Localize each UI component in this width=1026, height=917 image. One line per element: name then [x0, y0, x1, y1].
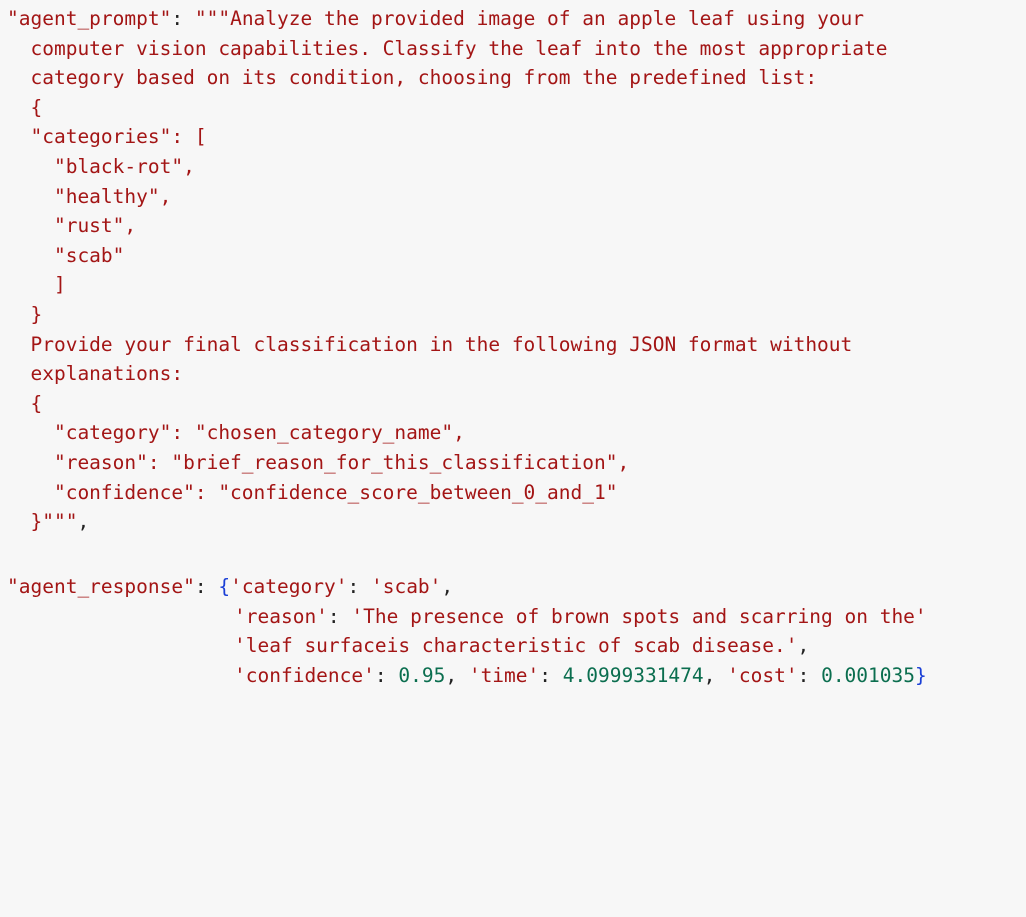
code-line: category based on its condition, choosin… [7, 63, 817, 93]
code-viewer: "agent_prompt": """Analyze the provided … [7, 4, 927, 691]
comma: , [703, 663, 728, 687]
prompt-line: computer vision capabilities. Classify t… [7, 36, 888, 60]
response-key: "agent_response" [7, 575, 195, 598]
code-line: }""", [7, 507, 89, 537]
prompt-line: "healthy", [7, 184, 172, 208]
category-value: 'scab' [370, 575, 442, 598]
colon: : [539, 663, 563, 687]
code-line: { [7, 389, 42, 419]
time-key: 'time' [468, 663, 540, 687]
code-line: "agent_prompt": """Analyze the provided … [7, 4, 864, 34]
comma: , [797, 634, 810, 658]
prompt-line: explanations: [7, 362, 184, 386]
comma: , [441, 575, 454, 598]
prompt-line: { [7, 391, 43, 415]
code-line: "reason": "brief_reason_for_this_classif… [7, 448, 629, 478]
prompt-line: "black-rot", [7, 155, 195, 178]
code-line: "healthy", [7, 182, 171, 212]
code-line: ] [7, 270, 66, 300]
colon: : [171, 7, 195, 30]
colon: : [327, 604, 352, 628]
code-line: "agent_response": {'category': 'scab', [7, 572, 453, 602]
prompt-line: "category": "chosen_category_name", [7, 421, 465, 445]
reason-value-line2: 'leaf surfaceis characteristic of scab d… [234, 634, 798, 658]
prompt-line: "categories": [ [7, 125, 207, 149]
confidence-key: 'confidence' [234, 663, 375, 687]
code-line: "confidence": "confidence_score_between_… [7, 478, 618, 508]
code-line: 'confidence': 0.95, 'time': 4.0999331474… [234, 661, 927, 691]
prompt-line: "scab" [7, 243, 125, 267]
cost-key: 'cost' [727, 663, 798, 687]
code-line: explanations: [7, 359, 183, 389]
confidence-value: 0.95 [398, 663, 446, 687]
time-value: 4.0999331474 [562, 663, 704, 687]
code-line: { [7, 93, 42, 123]
prompt-line: } [7, 303, 43, 326]
code-line: 'reason': 'The presence of brown spots a… [234, 602, 927, 632]
code-line: "categories": [ [7, 122, 207, 152]
code-line: computer vision capabilities. Classify t… [7, 34, 888, 64]
prompt-line: "rust", [7, 214, 137, 238]
cost-value: 0.001035 [821, 663, 915, 687]
comma: , [445, 663, 469, 687]
reason-key: 'reason' [234, 604, 328, 628]
prompt-key: "agent_prompt" [7, 7, 172, 30]
prompt-line: ] [7, 273, 66, 297]
colon: : [347, 575, 371, 598]
reason-value-line1: 'The presence of brown spots and scarrin… [351, 604, 927, 628]
open-brace: { [218, 575, 231, 598]
code-line: "rust", [7, 211, 136, 241]
prompt-line: { [7, 95, 43, 119]
code-line: } [7, 300, 42, 330]
prompt-line: """Analyze the provided image of an appl… [194, 7, 865, 30]
colon: : [374, 663, 399, 687]
prompt-line: "reason": "brief_reason_for_this_classif… [7, 451, 630, 474]
colon: : [797, 663, 822, 687]
close-brace: } [915, 663, 927, 687]
code-line: "black-rot", [7, 152, 195, 182]
prompt-line: }""" [7, 510, 78, 534]
code-line: Provide your final classification in the… [7, 330, 852, 360]
colon: : [194, 575, 219, 598]
code-line: "category": "chosen_category_name", [7, 418, 465, 448]
comma: , [77, 510, 90, 534]
code-line: "scab" [7, 241, 124, 271]
code-line: 'leaf surfaceis characteristic of scab d… [234, 631, 809, 661]
prompt-line: Provide your final classification in the… [7, 332, 853, 356]
prompt-line: category based on its condition, choosin… [7, 66, 818, 90]
prompt-line: "confidence": "confidence_score_between_… [7, 480, 618, 504]
category-key: 'category' [230, 575, 348, 598]
